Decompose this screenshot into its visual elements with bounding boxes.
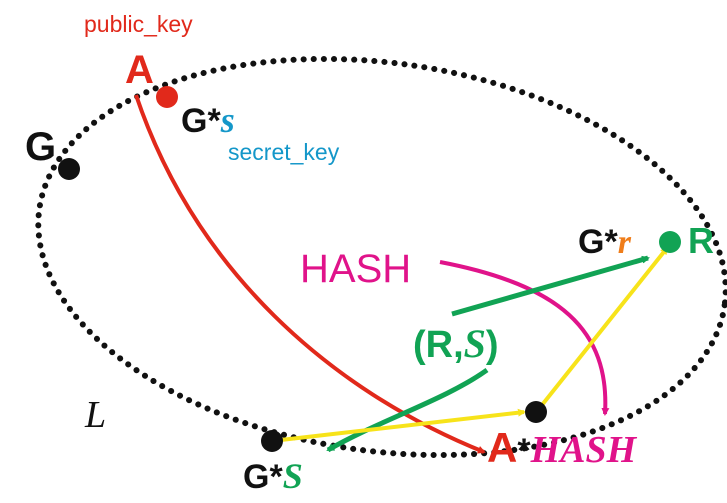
label-g-star-r: G*r: [578, 223, 632, 261]
point-r: [659, 231, 681, 253]
green-arrow-rs-to-gs: [326, 367, 489, 453]
point-a-hash: [525, 401, 547, 423]
yellow-arrow-gs-to-point: [271, 408, 526, 443]
label-r: R: [688, 220, 714, 261]
magenta-arrow-hash: [439, 260, 610, 416]
label-hash: HASH: [300, 247, 411, 291]
label-curve-l: L: [84, 394, 106, 436]
dotted-curve-ellipse: [35, 55, 727, 459]
label-g-star-s: G*s: [181, 100, 235, 140]
green-arrow-rs-to-gr: [451, 255, 650, 317]
label-g-star-big-s: G*S: [243, 456, 303, 496]
point-gs: [261, 430, 283, 452]
yellow-arrow-point-to-r: [536, 246, 669, 412]
label-public-key: public_key: [84, 11, 193, 37]
label-g: G: [25, 125, 56, 169]
point-g: [58, 158, 80, 180]
label-secret-key: secret_key: [228, 139, 340, 165]
label-signature-rs: (R,S): [413, 321, 499, 366]
label-a: A: [125, 48, 154, 92]
point-public-key: [156, 86, 178, 108]
label-a-star-hash: A*HASH: [487, 424, 638, 471]
